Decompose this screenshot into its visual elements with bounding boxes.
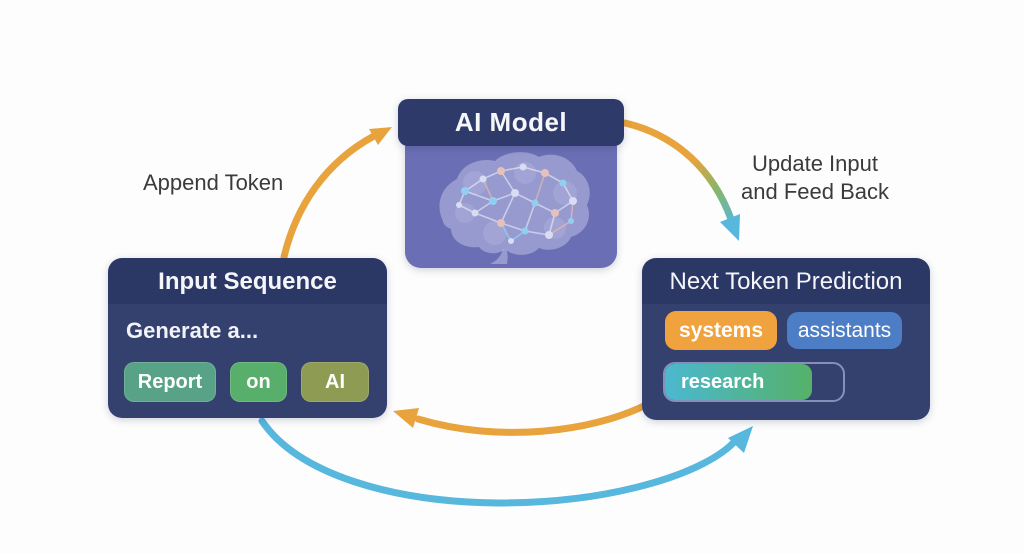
return-arrow-orange <box>393 399 654 436</box>
update-feedback-line2: and Feed Back <box>741 179 889 204</box>
input-sequence-box: Input Sequence Generate a... Report on A… <box>108 258 387 418</box>
next-token-prediction-title: Next Token Prediction <box>669 268 903 295</box>
input-sequence-prompt: Generate a... <box>126 318 259 343</box>
ai-model-header: AI Model <box>398 99 624 146</box>
token-label: AI <box>325 370 345 393</box>
candidate-chip-research-track: research <box>663 362 845 402</box>
append-token-arrow <box>280 127 392 261</box>
ai-model-title: AI Model <box>454 107 568 137</box>
token-chip-report: Report <box>124 362 216 402</box>
candidate-label: assistants <box>797 318 892 342</box>
update-feedback-line1: Update Input <box>752 151 878 176</box>
token-chip-on: on <box>230 362 287 402</box>
candidate-label: systems <box>678 318 764 342</box>
token-label: on <box>246 370 271 393</box>
update-feedback-label: Update Input and Feed Back <box>726 150 904 206</box>
input-sequence-title: Input Sequence <box>158 268 337 295</box>
brain-network-icon <box>439 152 590 264</box>
append-token-label: Append Token <box>143 170 284 195</box>
token-label: Report <box>137 370 203 393</box>
candidate-label: research <box>681 370 765 393</box>
next-token-prediction-box: Next Token Prediction systems assistants… <box>642 258 930 420</box>
input-token-row: Report on AI <box>124 362 369 402</box>
candidate-chip-assistants: assistants <box>787 312 902 349</box>
candidate-chip-systems: systems <box>665 311 777 350</box>
update-feedback-arrow <box>621 119 740 241</box>
candidate-chip-research: research <box>665 364 812 400</box>
ai-model-body <box>405 143 617 268</box>
token-chip-ai: AI <box>301 362 369 402</box>
loop-arrow-blue <box>258 417 753 507</box>
